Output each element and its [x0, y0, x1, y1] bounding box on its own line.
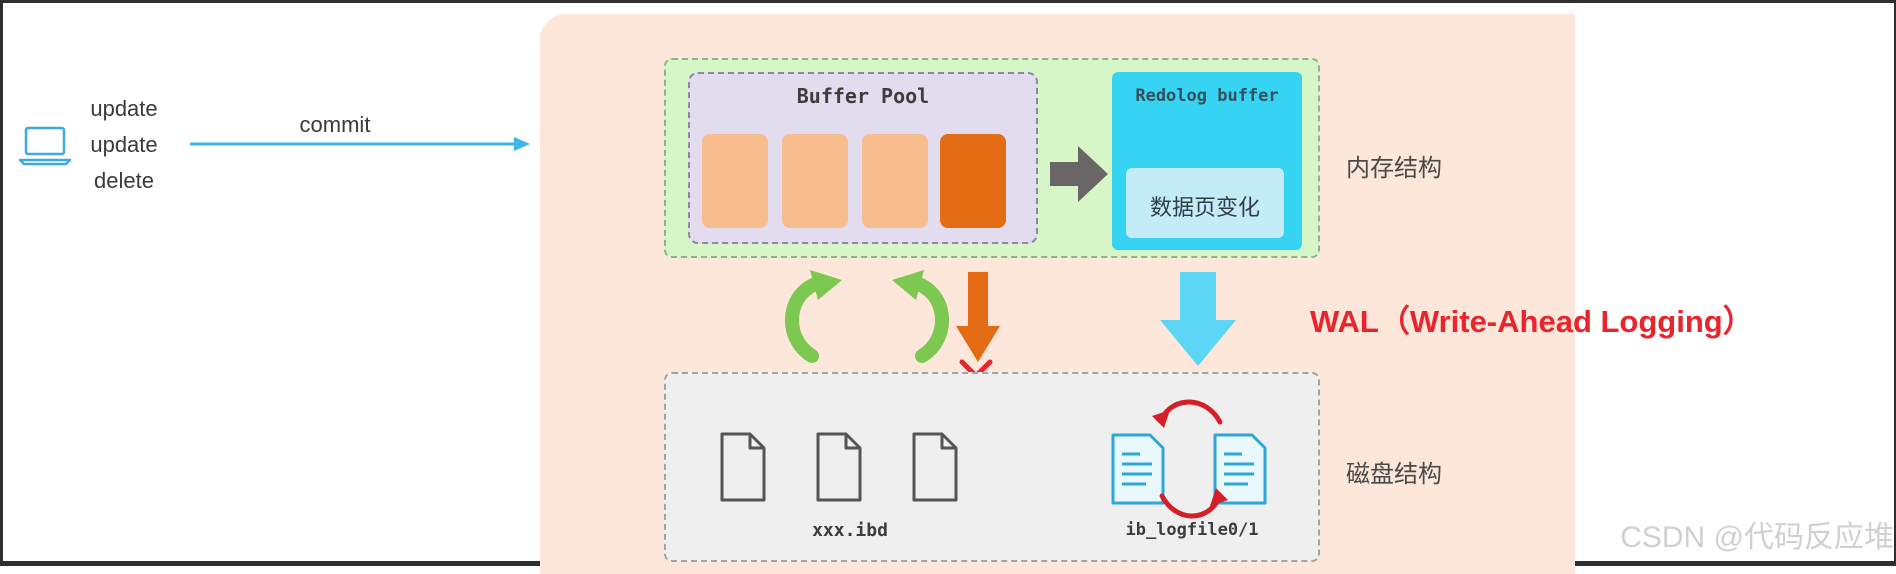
data-file-label: xxx.ibd — [812, 520, 888, 541]
disk-structure-label: 磁盘结构 — [1346, 460, 1442, 488]
operation-update-2: update — [90, 132, 158, 157]
buffer-page — [782, 134, 848, 228]
watermark: CSDN @代码反应堆 — [1620, 521, 1894, 554]
log-file-icon — [1111, 433, 1165, 505]
window-frame-right — [1894, 0, 1896, 566]
commit-arrow — [190, 137, 530, 151]
redo-write-arrow — [1160, 272, 1236, 366]
memory-structure-label: 内存结构 — [1346, 154, 1442, 182]
disk-structure-region — [664, 372, 1320, 562]
redolog-buffer-title: Redolog buffer — [1135, 86, 1279, 106]
operation-update-1: update — [90, 96, 158, 121]
laptop-icon — [18, 126, 72, 166]
dirty-page — [940, 134, 1006, 228]
buffer-page — [862, 134, 928, 228]
data-file-icon — [816, 432, 862, 502]
sync-arrow-right — [892, 270, 949, 363]
window-frame-top — [0, 0, 1896, 3]
commit-label: commit — [299, 112, 371, 137]
wal-label: WAL（Write-Ahead Logging） — [1310, 304, 1754, 339]
log-rotation-arrows — [1152, 399, 1228, 519]
operation-delete: delete — [94, 168, 154, 193]
data-file-icon — [912, 432, 958, 502]
record-change-arrow — [1050, 146, 1108, 202]
buffer-page — [702, 134, 768, 228]
data-file-icon — [720, 432, 766, 502]
page-change-box — [1126, 168, 1284, 238]
window-frame-left — [0, 0, 3, 566]
buffer-pool-title: Buffer Pool — [796, 84, 930, 108]
log-file-label: ib_logfile0/1 — [1125, 520, 1259, 540]
sync-arrow-left — [785, 270, 842, 363]
page-change-label: 数据页变化 — [1149, 196, 1260, 221]
flush-dirty-page-arrow — [956, 272, 1000, 362]
